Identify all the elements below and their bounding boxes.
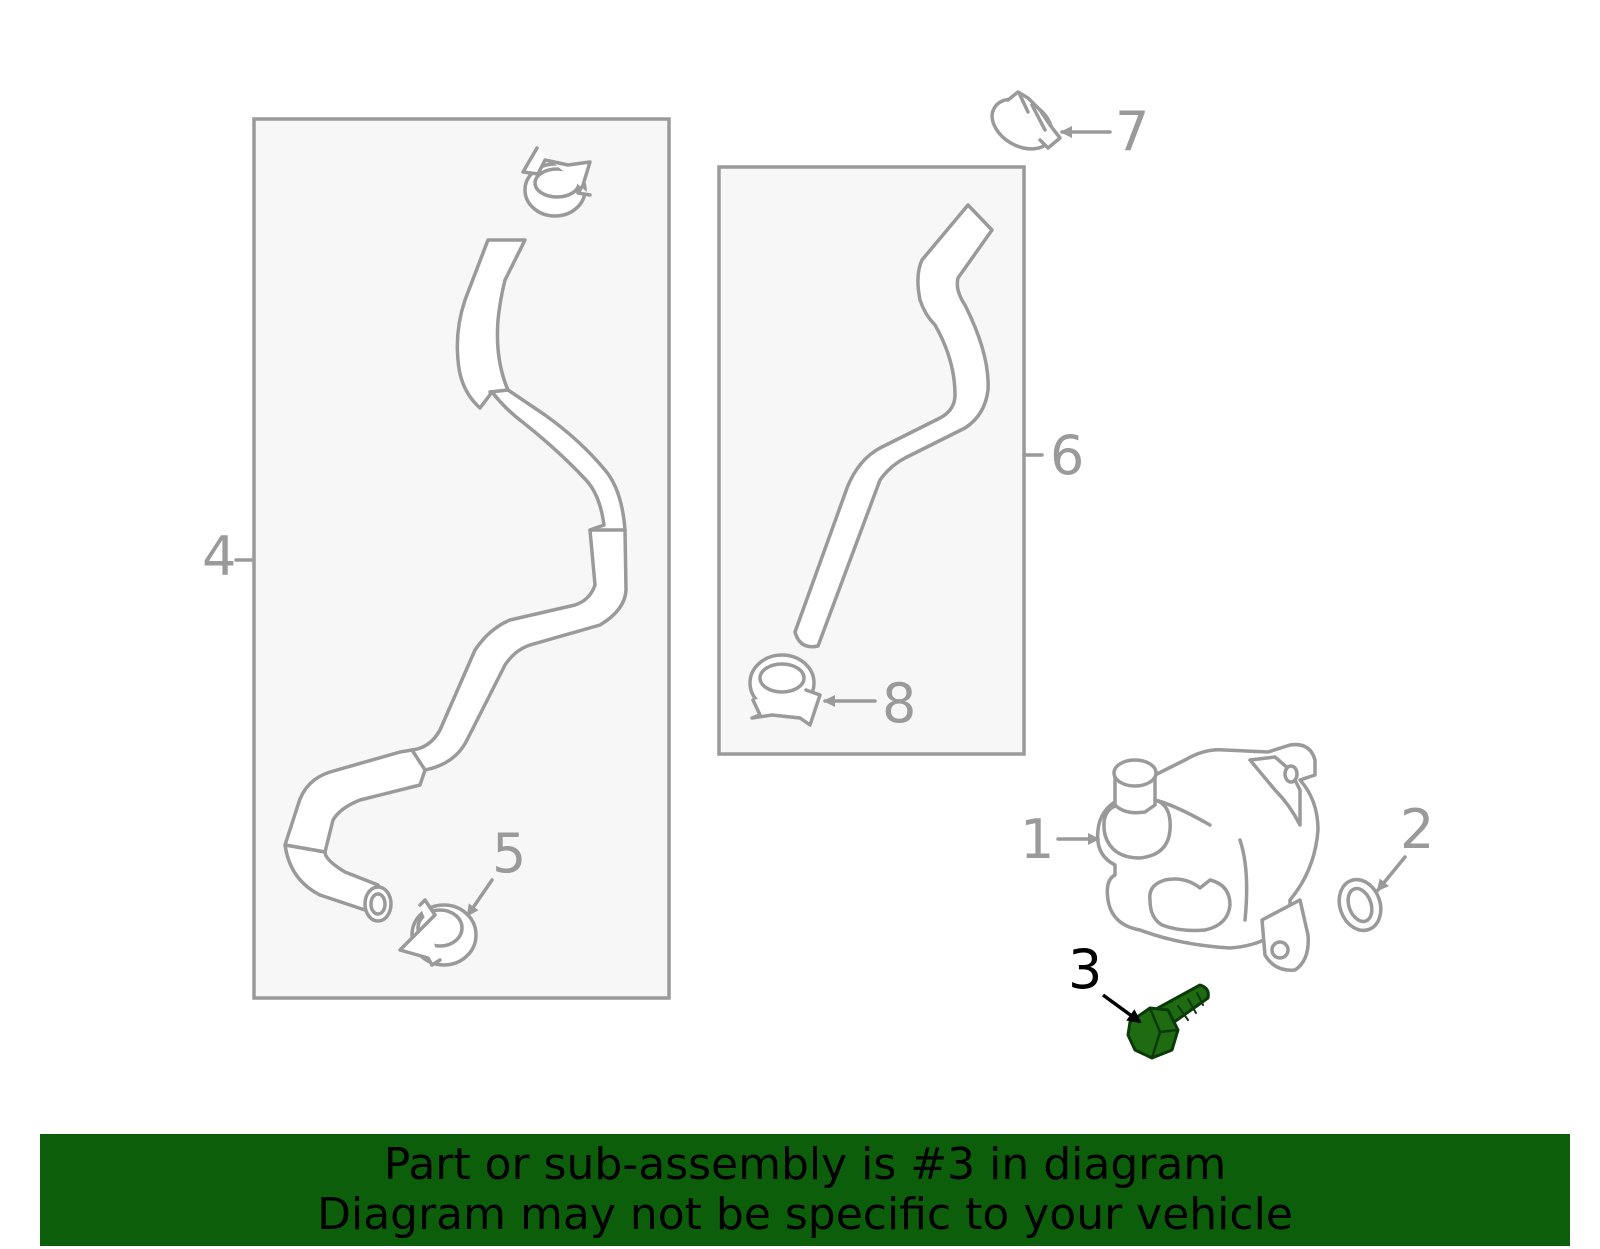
callout-2: 2	[1400, 798, 1434, 861]
callout-7: 7	[1115, 100, 1149, 163]
banner-line-2: Diagram may not be specific to your vehi…	[317, 1189, 1293, 1240]
callout-1: 1	[1020, 808, 1054, 871]
clamp-4-top	[521, 146, 592, 218]
callout-3-highlighted: 3	[1068, 938, 1102, 1001]
callout-5: 5	[492, 822, 526, 885]
leader-2	[1376, 855, 1407, 892]
hose-6	[793, 203, 994, 649]
callout-8: 8	[882, 672, 916, 735]
clamp-7	[990, 90, 1062, 151]
part-info-banner: Part or sub-assembly is #3 in diagram Di…	[40, 1134, 1570, 1246]
leader-5	[466, 878, 494, 917]
clamp-8	[748, 653, 822, 727]
callout-6: 6	[1050, 424, 1084, 487]
hose-4	[283, 238, 628, 923]
oil-cooler-1	[1095, 742, 1320, 972]
banner-line-1: Part or sub-assembly is #3 in diagram	[383, 1139, 1227, 1190]
callout-4: 4	[202, 525, 236, 588]
leader-3	[1101, 993, 1142, 1024]
clamp-5	[398, 898, 478, 967]
o-ring-2	[1337, 877, 1383, 933]
